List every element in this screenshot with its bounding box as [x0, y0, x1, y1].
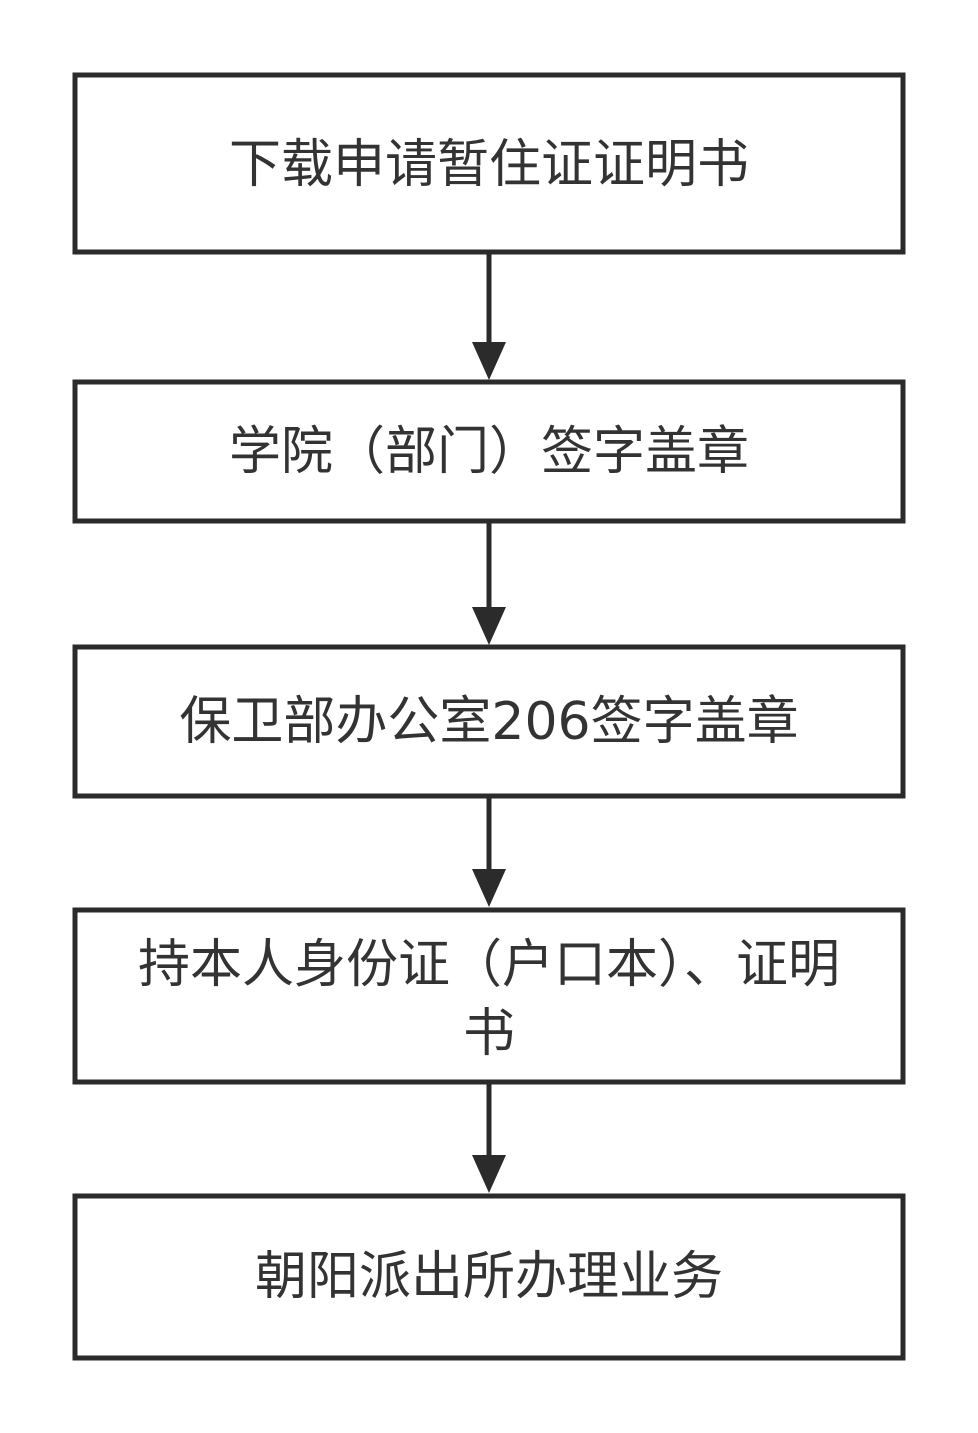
arrow-3: [472, 798, 506, 907]
step-label-3: 保卫部办公室206签字盖章: [179, 692, 798, 752]
step-box-4: 持本人身份证（户口本）、证明 书: [72, 907, 906, 1085]
step-label-4-line-2: 书: [463, 1004, 515, 1064]
step-label-5: 朝阳派出所办理业务: [255, 1247, 723, 1307]
arrow-4: [472, 1084, 506, 1193]
arrow-2: [472, 523, 506, 645]
step-box-5: 朝阳派出所办理业务: [72, 1193, 906, 1361]
step-label-1: 下载申请暂住证证明书: [229, 135, 749, 195]
step-label-2: 学院（部门）签字盖章: [229, 422, 749, 482]
step-label-4-line-1: 持本人身份证（户口本）、证明: [138, 935, 840, 995]
step-box-3: 保卫部办公室206签字盖章: [72, 644, 906, 799]
arrow-1: [472, 254, 506, 380]
step-box-1: 下载申请暂住证证明书: [72, 72, 906, 255]
step-box-2: 学院（部门）签字盖章: [72, 379, 906, 524]
